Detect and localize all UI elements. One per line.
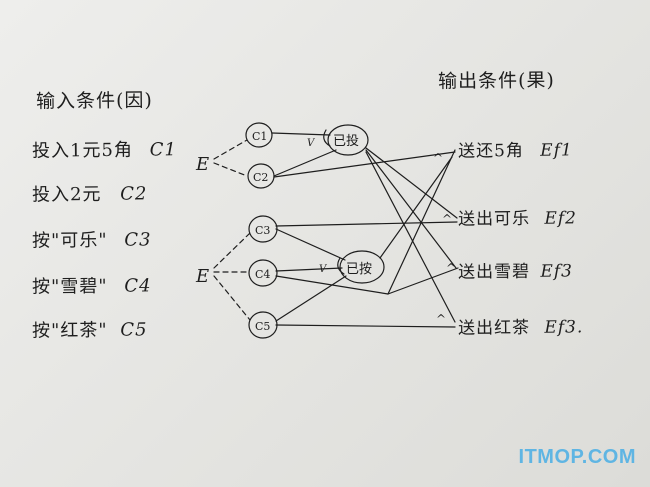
node-c4-label: C4 bbox=[255, 268, 270, 281]
or-label-2: V bbox=[319, 264, 328, 275]
node-c1-label: C1 bbox=[252, 130, 267, 143]
node-m2-label: 已按 bbox=[346, 262, 372, 277]
node-m1 bbox=[327, 124, 369, 156]
edge-c4-ef3b bbox=[387, 267, 459, 295]
and-marker-ef4: ^ bbox=[436, 312, 446, 326]
node-c3-label: C3 bbox=[255, 224, 270, 237]
exclusive-edge-c5 bbox=[213, 275, 251, 321]
exclusive-label-2: E bbox=[195, 266, 209, 287]
exclusive-edge-c2 bbox=[213, 162, 248, 177]
node-c5-label: C5 bbox=[255, 320, 270, 333]
exclusive-edge-c1 bbox=[213, 139, 248, 160]
edge-m2-ef1 bbox=[379, 156, 453, 259]
node-c3 bbox=[248, 215, 278, 243]
edge-m1-ef3 bbox=[365, 149, 457, 269]
exclusive-label-1: E bbox=[195, 154, 209, 175]
edge-c5-m2 bbox=[275, 275, 347, 322]
edge-m1-ef2 bbox=[365, 147, 458, 219]
edge-c4-ef3 bbox=[275, 275, 389, 295]
or-label-1: V bbox=[307, 138, 316, 149]
or-arc-m1 bbox=[323, 129, 331, 147]
or-arc-m2 bbox=[337, 257, 345, 275]
edge-c5-ef4 bbox=[275, 324, 456, 328]
and-marker-ef2: ^ bbox=[442, 212, 452, 226]
edge-c3-ef2 bbox=[275, 221, 458, 227]
watermark-logo: ITMOP.COM bbox=[518, 446, 636, 468]
exclusive-edge-c3 bbox=[213, 232, 251, 269]
edge-m1-ef4 bbox=[365, 151, 456, 323]
node-m1-label: 已投 bbox=[333, 133, 359, 149]
node-c2 bbox=[247, 163, 275, 189]
node-c4 bbox=[248, 259, 278, 287]
node-c2-label: C2 bbox=[253, 171, 268, 184]
node-c5 bbox=[248, 311, 278, 339]
node-c1 bbox=[245, 122, 273, 148]
node-m2 bbox=[339, 250, 385, 284]
edge-m2-ef1b bbox=[387, 149, 456, 295]
edge-c4-m2 bbox=[275, 267, 343, 272]
edge-c2-ef1 bbox=[273, 151, 456, 178]
and-marker-ef3: ^ bbox=[446, 261, 456, 275]
edge-c3-m2 bbox=[275, 228, 346, 261]
and-marker-ef1: ^ bbox=[433, 151, 443, 165]
edge-c2-m1 bbox=[273, 149, 337, 177]
edge-c1-m1 bbox=[271, 132, 331, 136]
